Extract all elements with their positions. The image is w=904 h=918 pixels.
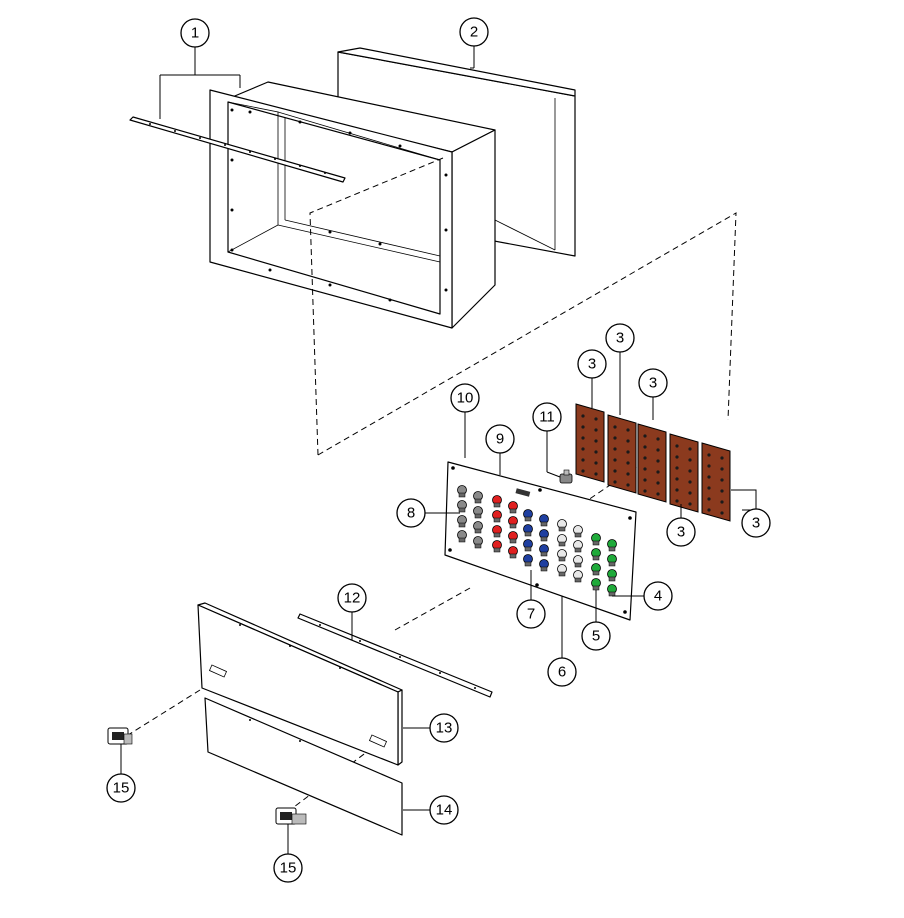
- flanged-frame: [209, 81, 496, 329]
- callout-label: 9: [496, 431, 504, 448]
- copper-plates-part-3: [575, 403, 731, 522]
- connector: [557, 564, 567, 577]
- callout-11: 11: [532, 402, 562, 432]
- connector: [539, 544, 549, 557]
- connector: [539, 559, 549, 572]
- connector: [473, 521, 483, 534]
- callout-1: 1: [180, 18, 210, 48]
- leader-lines: [120, 352, 757, 854]
- callout-label: 6: [558, 664, 566, 681]
- connector: [473, 536, 483, 549]
- connector: [557, 519, 567, 532]
- connector: [473, 506, 483, 519]
- callout-label: 5: [592, 628, 600, 645]
- strip-part-12: [297, 613, 493, 698]
- connector: [523, 509, 533, 522]
- connector: [607, 554, 617, 567]
- connector-grid: [457, 485, 617, 597]
- connector: [573, 570, 583, 583]
- callout-label: 11: [539, 409, 555, 426]
- callout-12: 12: [337, 583, 367, 613]
- connector: [591, 578, 601, 591]
- callout-label: 14: [436, 802, 453, 819]
- callout-label: 3: [677, 524, 685, 541]
- callout-label: 1: [191, 25, 199, 42]
- copper-plate: [669, 433, 699, 513]
- callout-15a: 15: [106, 773, 136, 803]
- callout-label: 4: [654, 588, 662, 605]
- callout-4: 4: [643, 581, 673, 611]
- connector: [457, 515, 467, 528]
- connector: [573, 555, 583, 568]
- callout-label: 3: [588, 356, 596, 373]
- connector: [457, 485, 467, 498]
- connector: [557, 534, 567, 547]
- connector: [523, 524, 533, 537]
- callout-5: 5: [581, 621, 611, 651]
- connector: [457, 530, 467, 543]
- callout-2: 2: [459, 17, 489, 47]
- callout-label: 3: [649, 375, 657, 392]
- connector: [473, 491, 483, 504]
- connector: [523, 539, 533, 552]
- callout-3a: 3: [577, 349, 607, 379]
- connector: [539, 529, 549, 542]
- connector: [508, 531, 518, 544]
- callout-3b: 3: [605, 323, 635, 353]
- connector: [573, 540, 583, 553]
- callout-3d: 3: [666, 517, 696, 547]
- callout-label: 15: [113, 780, 130, 797]
- connector: [508, 501, 518, 514]
- connector: [492, 525, 502, 538]
- back-cover-part-14: [204, 697, 403, 836]
- callout-label: 13: [436, 720, 453, 737]
- callout-13: 13: [429, 713, 459, 743]
- rail-strip-part-1: [129, 47, 346, 183]
- callout-label: 3: [616, 330, 624, 347]
- callout-label: 8: [407, 505, 415, 522]
- callout-3c: 3: [638, 368, 668, 398]
- callout-3e: 3: [741, 508, 771, 538]
- connector: [539, 514, 549, 527]
- callout-label: 7: [527, 606, 535, 623]
- copper-plate: [607, 414, 637, 494]
- callout-6: 6: [547, 657, 577, 687]
- copper-plate: [575, 403, 605, 483]
- connector: [492, 540, 502, 553]
- connector: [523, 554, 533, 567]
- assembly-guide-lines: [127, 157, 737, 811]
- fitting-part-11: [559, 469, 573, 484]
- latch-part-15-left: [107, 727, 133, 745]
- callout-label: 3: [752, 515, 760, 532]
- connector: [508, 516, 518, 529]
- callout-label: 2: [470, 24, 478, 41]
- connector: [508, 546, 518, 559]
- callout-14: 14: [429, 795, 459, 825]
- callout-label: 12: [344, 590, 361, 607]
- connector: [492, 495, 502, 508]
- front-cover-part-13: [197, 602, 403, 766]
- callout-label: 10: [457, 390, 474, 407]
- callout-label: 15: [280, 860, 297, 877]
- callout-10: 10: [450, 383, 480, 413]
- copper-plate: [701, 442, 731, 522]
- callout-15b: 15: [273, 853, 303, 883]
- connector: [573, 525, 583, 538]
- connector: [457, 500, 467, 513]
- copper-plate: [637, 423, 667, 503]
- callout-8: 8: [396, 498, 426, 528]
- latch-part-15-right: [275, 807, 307, 825]
- connector: [607, 569, 617, 582]
- connector: [607, 584, 617, 597]
- connector: [607, 539, 617, 552]
- callout-9: 9: [485, 424, 515, 454]
- callout-7: 7: [516, 599, 546, 629]
- connector: [557, 549, 567, 562]
- connector: [591, 548, 601, 561]
- connector: [591, 563, 601, 576]
- connector: [591, 533, 601, 546]
- connector: [492, 510, 502, 523]
